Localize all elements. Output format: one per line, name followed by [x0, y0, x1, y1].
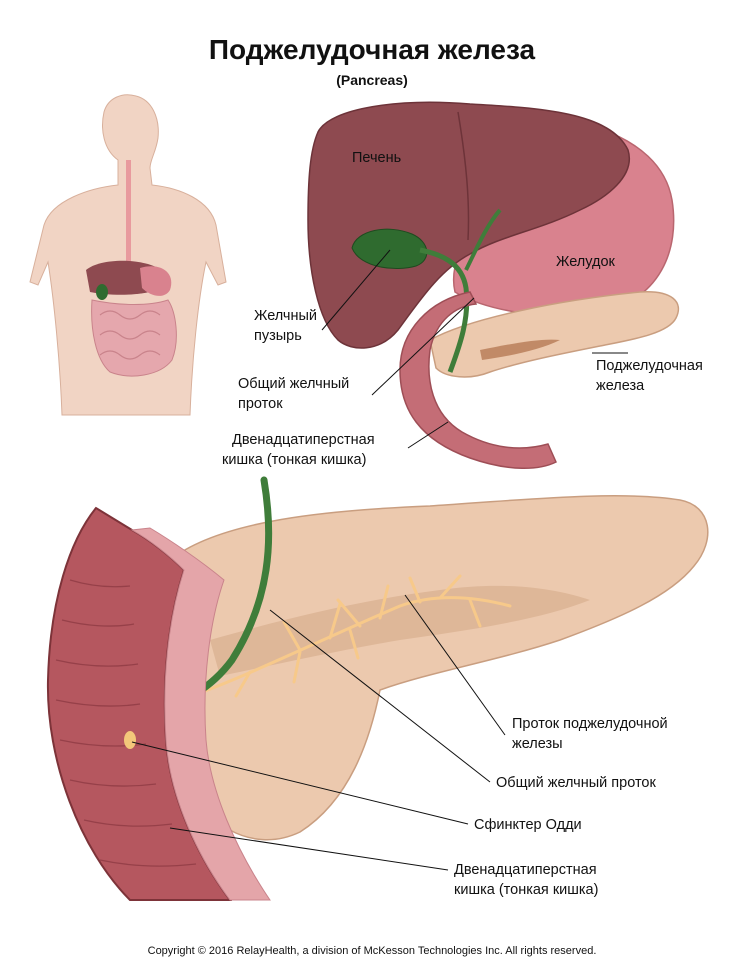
label-cbd-top-line2: проток [238, 396, 283, 412]
copyright-text: Copyright © 2016 RelayHealth, a division… [147, 945, 597, 957]
label-sphincter: Сфинктер Одди [474, 817, 582, 833]
label-duodenum-bottom-line2: кишка (тонкая кишка) [454, 882, 599, 898]
label-cbd-bottom: Общий желчный проток [496, 775, 656, 791]
label-stomach: Желудок [556, 254, 615, 270]
upper-organs [307, 101, 680, 469]
label-pancreas-line1: Поджелудочная [596, 358, 703, 374]
esophagus [126, 160, 131, 265]
label-gallbladder-line2: пузырь [254, 328, 302, 344]
label-pancreatic-duct-line1: Проток поджелудочной [512, 716, 668, 732]
label-duodenum-top-line1: Двенадцатиперстная [232, 432, 375, 448]
label-pancreatic-duct-line2: железы [512, 736, 563, 752]
pancreatic-duct [178, 574, 512, 702]
mini-gallbladder [96, 284, 108, 300]
label-gallbladder-line1: Желчный [254, 308, 318, 324]
sphincter-of-oddi [124, 731, 136, 749]
page-title: Поджелудочная железа [208, 34, 536, 65]
label-duodenum-top-line2: кишка (тонкая кишка) [222, 452, 367, 468]
leader-lines [131, 249, 628, 871]
label-pancreas-line2: железа [596, 378, 645, 394]
human-figure [29, 94, 227, 416]
lower-detail [46, 476, 709, 901]
page-subtitle: (Pancreas) [336, 72, 408, 88]
label-cbd-top-line1: Общий желчный [238, 376, 350, 392]
mini-stomach [140, 266, 172, 296]
label-duodenum-bottom-line1: Двенадцатиперстная [454, 862, 597, 878]
label-liver: Печень [352, 150, 402, 166]
